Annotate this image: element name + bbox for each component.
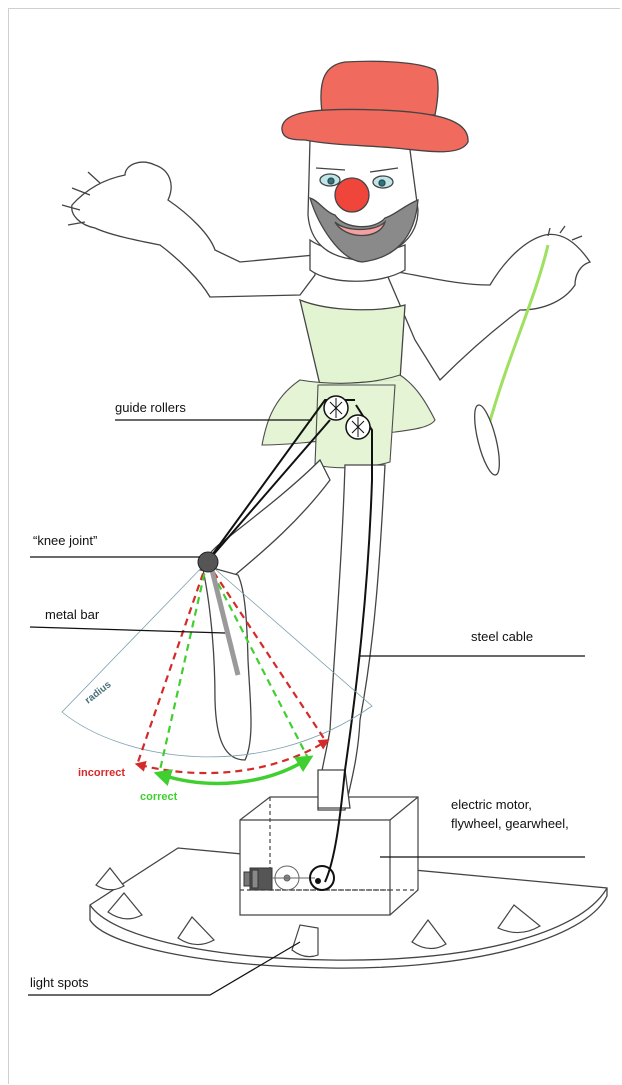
label-steel-cable: steel cable	[471, 629, 533, 644]
label-correct: correct	[140, 791, 178, 803]
label-metal-bar: metal bar	[45, 607, 100, 622]
clown-nose	[335, 178, 369, 212]
left-arm	[62, 162, 315, 297]
label-motor-line1: electric motor,	[451, 797, 532, 812]
motor-box	[240, 797, 418, 915]
clown-hat	[282, 61, 468, 151]
right-arm	[385, 226, 590, 380]
correct-arc	[162, 760, 306, 783]
light-spot-icon	[96, 868, 124, 890]
label-knee-joint: “knee joint”	[33, 533, 97, 548]
label-light-spots: light spots	[30, 975, 89, 990]
label-motor-line2: flywheel, gearwheel,	[451, 816, 569, 831]
label-guide-rollers: guide rollers	[115, 400, 186, 415]
label-incorrect: incorrect	[78, 767, 125, 779]
label-radius: radius	[83, 679, 114, 706]
hand-ring	[470, 403, 505, 477]
torso	[300, 240, 405, 385]
clown-head	[308, 130, 418, 262]
knee-joint-icon	[198, 552, 218, 572]
